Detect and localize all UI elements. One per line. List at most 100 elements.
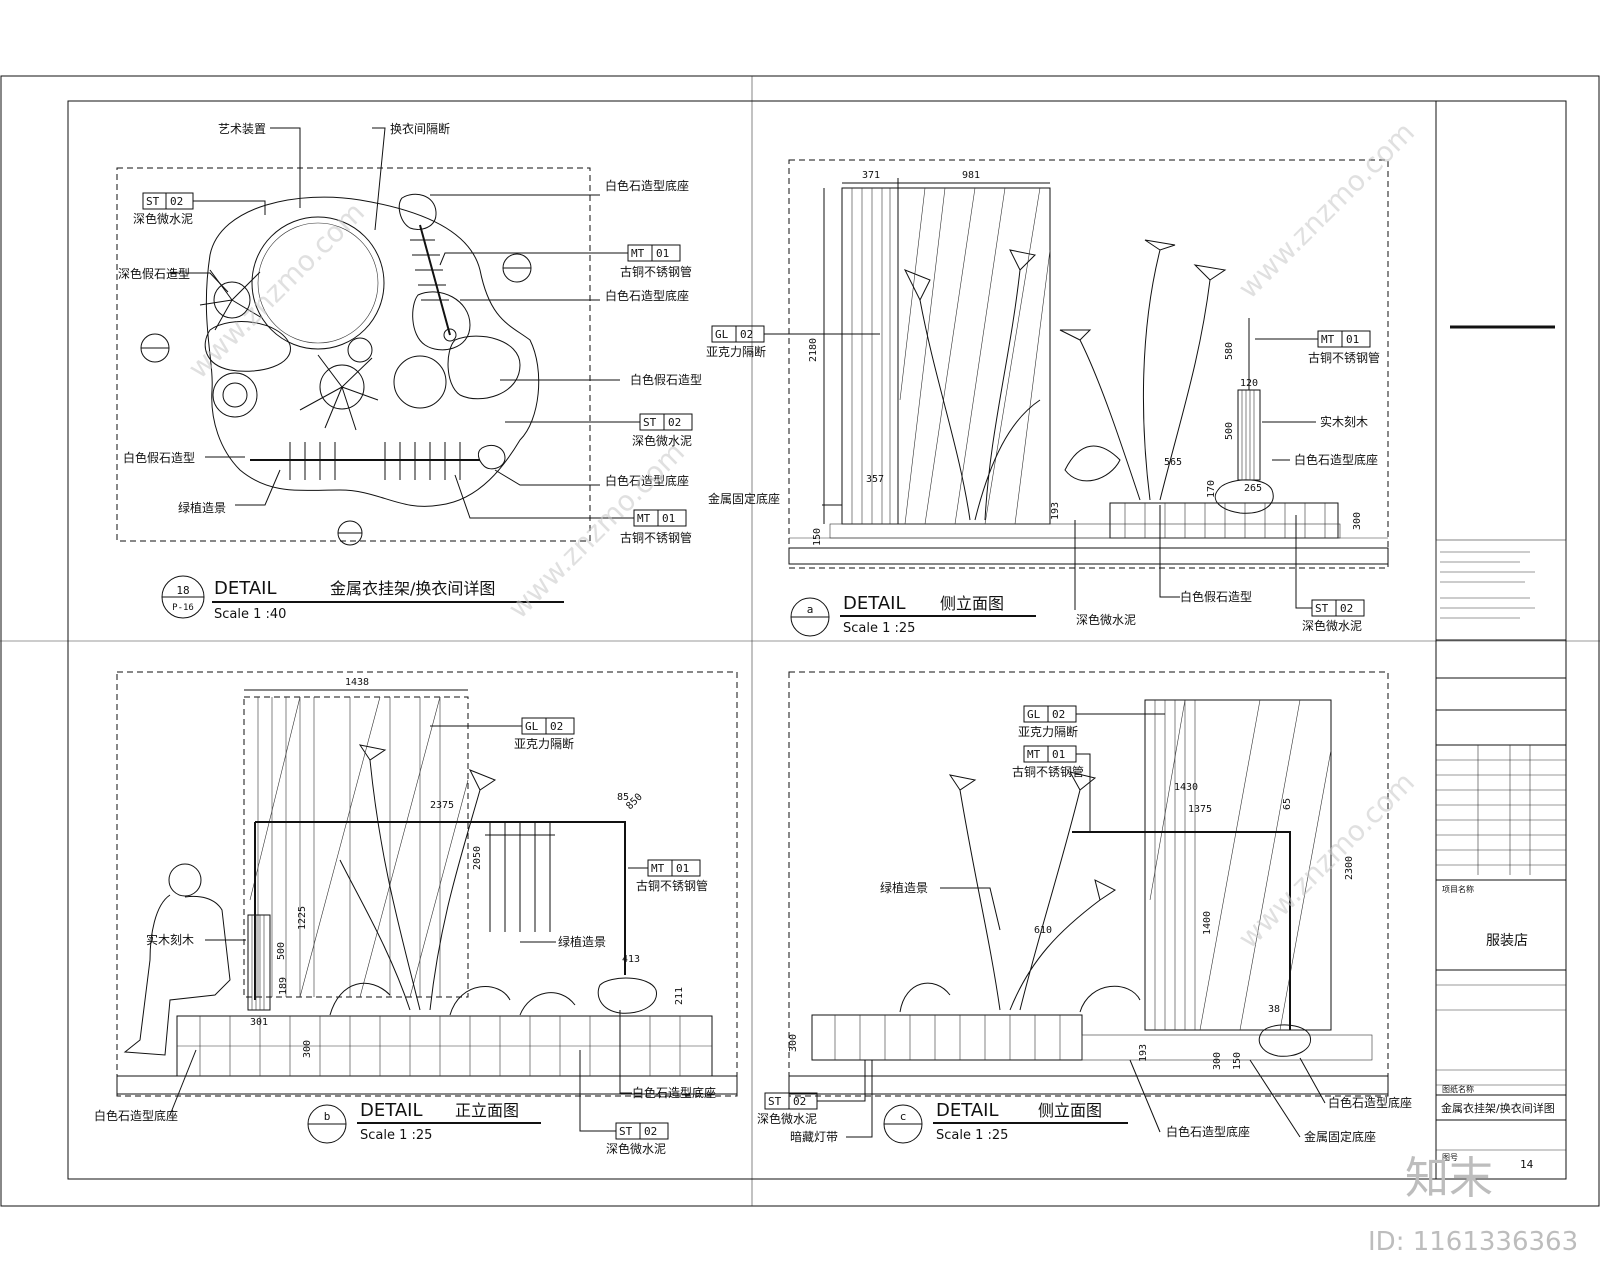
dim-c-2300: 2300 bbox=[1344, 856, 1355, 880]
title-b-sub: 正立面图 bbox=[455, 1101, 519, 1120]
title-a-scale: Scale 1 :25 bbox=[843, 621, 915, 636]
tag-a-gl02: GL 02 bbox=[711, 325, 765, 343]
tag-plan-mt01-2: MT 01 bbox=[633, 509, 687, 527]
svg-text:MT: MT bbox=[1321, 333, 1335, 346]
tb-sheet-label: 图号 bbox=[1442, 1153, 1458, 1162]
dim-b-413: 413 bbox=[622, 954, 640, 965]
tb-project-label: 项目名称 bbox=[1442, 884, 1474, 894]
dim-c-300b: 300 bbox=[1212, 1052, 1223, 1070]
dim-c-300: 300 bbox=[788, 1034, 799, 1052]
tag-c-mt01: MT 01 bbox=[1023, 745, 1077, 763]
label-c-acrylic: 亚克力隔断 bbox=[1018, 724, 1078, 739]
dim-b-500: 500 bbox=[276, 942, 287, 960]
svg-text:MT: MT bbox=[1027, 748, 1041, 761]
dim-c-610: 610 bbox=[1034, 925, 1052, 936]
label-b-green: 绿植造景 bbox=[558, 934, 606, 949]
dim-a-371: 371 bbox=[862, 170, 880, 181]
svg-text:01: 01 bbox=[676, 862, 689, 875]
tb-sheet-no: 14 bbox=[1520, 1158, 1534, 1171]
svg-text:01: 01 bbox=[1052, 748, 1065, 761]
watermark-id: ID: 1161336363 bbox=[1368, 1227, 1578, 1257]
detail-title-a: a DETAIL 侧立面图 Scale 1 :25 bbox=[790, 593, 1036, 637]
detail-elevation-a: 371 981 2180 357 565 193 580 500 120 265… bbox=[706, 159, 1389, 637]
dim-b-301: 301 bbox=[250, 1017, 268, 1028]
tb-project-name: 服装店 bbox=[1486, 933, 1528, 949]
detail-plan: 艺术装置 换衣间隔断 ST 02 深色微水泥 深色假石造型 白色石造型底座 MT… bbox=[116, 121, 702, 622]
tag-b-st02: ST 02 bbox=[615, 1122, 669, 1140]
svg-text:MT: MT bbox=[637, 512, 651, 525]
dim-a-170: 170 bbox=[1206, 480, 1217, 498]
label-b-wood: 实木刻木 bbox=[146, 932, 194, 947]
tag-c-st02: ST 02 bbox=[764, 1092, 818, 1110]
dim-a-565: 565 bbox=[1164, 457, 1182, 468]
dim-a-500: 500 bbox=[1224, 422, 1235, 440]
dim-a-265: 265 bbox=[1244, 483, 1262, 494]
dim-b-211: 211 bbox=[674, 987, 685, 1005]
svg-text:ST: ST bbox=[619, 1125, 633, 1138]
detail-title-c: c DETAIL 侧立面图 Scale 1 :25 bbox=[883, 1100, 1128, 1144]
label-fitting-partition: 换衣间隔断 bbox=[390, 121, 450, 136]
label-b-acrylic: 亚克力隔断 bbox=[514, 736, 574, 751]
label-plan-stone-base-3: 白色石造型底座 bbox=[605, 473, 689, 488]
label-b-pipe: 古铜不锈钢管 bbox=[636, 878, 708, 893]
dim-b-2375: 2375 bbox=[430, 800, 454, 811]
title-a-sub: 侧立面图 bbox=[940, 594, 1004, 613]
svg-text:02: 02 bbox=[740, 328, 753, 341]
dim-a-357: 357 bbox=[866, 474, 884, 485]
detail-title-b: b DETAIL 正立面图 Scale 1 :25 bbox=[307, 1100, 541, 1144]
detail-elevation-c: 1430 1375 65 2300 1400 610 300 193 150 3… bbox=[757, 671, 1412, 1144]
label-plan-white-stone-2: 白色假石造型 bbox=[123, 450, 195, 465]
tag-b-gl02: GL 02 bbox=[521, 717, 575, 735]
person-figure bbox=[123, 863, 231, 1056]
dim-b-1225: 1225 bbox=[297, 906, 308, 930]
svg-text:ST: ST bbox=[1315, 602, 1329, 615]
dim-a-2180: 2180 bbox=[808, 338, 819, 362]
dim-c-193: 193 bbox=[1138, 1044, 1149, 1062]
dim-c-65: 65 bbox=[1282, 798, 1293, 810]
svg-text:c: c bbox=[900, 1110, 907, 1123]
label-b-deep-cement: 深色微水泥 bbox=[606, 1142, 666, 1156]
dim-b-1438: 1438 bbox=[345, 677, 369, 688]
svg-text:ST: ST bbox=[643, 416, 657, 429]
tag-c-gl02: GL 02 bbox=[1023, 705, 1077, 723]
dim-a-300: 300 bbox=[1352, 512, 1363, 530]
detail-title-plan: 18 P-16 DETAIL 金属衣挂架/换衣间详图 Scale 1 :40 bbox=[161, 575, 564, 622]
label-a-stone-base: 白色石造型底座 bbox=[1294, 452, 1378, 467]
label-plan-pipe-1: 古铜不锈钢管 bbox=[620, 264, 692, 279]
label-c-hidden-light: 暗藏灯带 bbox=[790, 1129, 838, 1144]
label-a-metal-base: 金属固定底座 bbox=[708, 491, 780, 506]
title-b-scale: Scale 1 :25 bbox=[360, 1128, 432, 1143]
label-plan-deep-stone: 深色假石造型 bbox=[118, 267, 190, 281]
dim-b-85: 85 bbox=[617, 792, 629, 803]
label-plan-pipe-2: 古铜不锈钢管 bbox=[620, 530, 692, 545]
svg-text:01: 01 bbox=[662, 512, 675, 525]
dim-a-981: 981 bbox=[962, 170, 980, 181]
label-a-white-stone: 白色假石造型 bbox=[1180, 589, 1252, 604]
label-c-green: 绿植造景 bbox=[880, 880, 928, 895]
svg-text:MT: MT bbox=[631, 247, 645, 260]
label-plan-deep-cement-2: 深色微水泥 bbox=[632, 434, 692, 448]
svg-text:18: 18 bbox=[176, 584, 189, 597]
svg-text:02: 02 bbox=[793, 1095, 806, 1108]
svg-text:GL: GL bbox=[715, 328, 729, 341]
svg-text:02: 02 bbox=[550, 720, 563, 733]
svg-text:www.znzmo.com: www.znzmo.com bbox=[1232, 766, 1421, 955]
tag-a-st02: ST 02 bbox=[1311, 599, 1365, 617]
tag-plan-mt01-1: MT 01 bbox=[627, 244, 681, 262]
label-plan-stone-base-1: 白色石造型底座 bbox=[605, 178, 689, 193]
svg-text:02: 02 bbox=[1340, 602, 1353, 615]
svg-text:www.znzmo.com: www.znzmo.com bbox=[182, 196, 371, 385]
svg-text:GL: GL bbox=[525, 720, 539, 733]
dim-a-150: 150 bbox=[812, 528, 823, 546]
dim-b-2050: 2050 bbox=[472, 846, 483, 870]
svg-text:a: a bbox=[807, 603, 814, 616]
label-a-deep-cement: 深色微水泥 bbox=[1076, 613, 1136, 627]
label-art-installation: 艺术装置 bbox=[218, 122, 266, 136]
tb-drawing-label: 图纸名称 bbox=[1442, 1084, 1474, 1094]
tag-plan-st02-2: ST 02 bbox=[639, 413, 693, 431]
label-plan-green: 绿植造景 bbox=[178, 500, 226, 515]
watermark-logo: 知末 bbox=[1405, 1153, 1493, 1204]
svg-text:P-16: P-16 bbox=[172, 603, 194, 613]
tag-plan-st02: ST 02 bbox=[142, 192, 194, 210]
